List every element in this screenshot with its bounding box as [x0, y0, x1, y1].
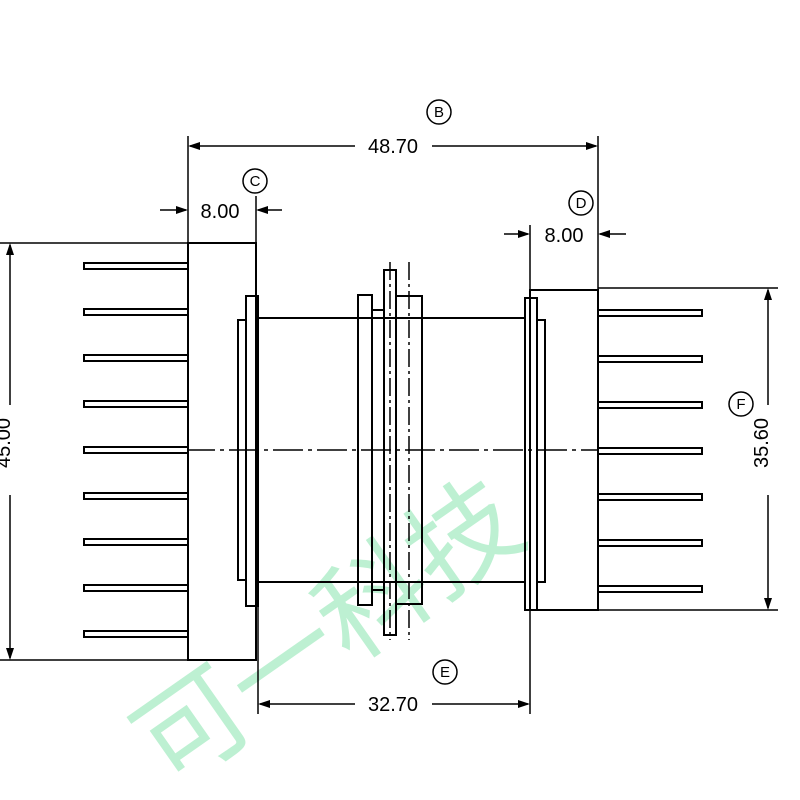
arrow-icon	[188, 142, 200, 150]
right-pin	[597, 585, 703, 593]
marker-circle	[728, 391, 754, 417]
right-collar	[536, 319, 546, 583]
watermark-text: 可一科技	[111, 454, 545, 800]
right-pin	[597, 355, 703, 363]
marker-e: E	[432, 659, 458, 685]
left-pin	[83, 538, 189, 546]
left-height-value: 45.00	[0, 418, 15, 468]
left-rim	[245, 295, 259, 607]
left-flange-value: 8.00	[201, 201, 240, 223]
marker-circle	[242, 168, 268, 194]
marker-c-label: C	[250, 173, 261, 190]
marker-f: F	[728, 391, 754, 417]
left-pins	[83, 262, 189, 638]
marker-f-label: F	[736, 396, 745, 413]
arrowheads	[6, 142, 772, 708]
marker-e-label: E	[440, 664, 450, 681]
arrow-icon	[258, 700, 270, 708]
right-pin	[597, 309, 703, 317]
left-pin	[83, 354, 189, 362]
marker-b: B	[426, 99, 452, 125]
right-pins	[597, 309, 703, 593]
left-pin	[83, 400, 189, 408]
arrow-icon	[764, 598, 772, 610]
marker-b-label: B	[434, 104, 444, 121]
right-height-value: 35.60	[751, 418, 773, 468]
inner-width-value: 32.70	[368, 694, 418, 716]
left-pin	[83, 262, 189, 270]
arrow-icon	[176, 206, 188, 214]
right-pin	[597, 401, 703, 409]
right-pin	[597, 539, 703, 547]
left-pin	[83, 630, 189, 638]
arrow-icon	[598, 230, 610, 238]
arrow-icon	[518, 230, 530, 238]
marker-circle	[426, 99, 452, 125]
left-pin	[83, 308, 189, 316]
left-pin	[83, 446, 189, 454]
arrow-icon	[586, 142, 598, 150]
arrow-icon	[764, 288, 772, 300]
marker-circle	[432, 659, 458, 685]
arrow-icon	[518, 700, 530, 708]
center-lines	[389, 262, 410, 640]
marker-c: C	[242, 168, 268, 194]
overall-width-value: 48.70	[368, 136, 418, 158]
dimension-lines	[0, 136, 778, 714]
right-pin	[597, 493, 703, 501]
right-pin	[597, 447, 703, 455]
arrow-icon	[6, 648, 14, 660]
left-pin	[83, 584, 189, 592]
left-pin	[83, 492, 189, 500]
arrow-icon	[6, 243, 14, 255]
marker-circle	[568, 190, 594, 216]
marker-d: D	[568, 190, 594, 216]
marker-d-label: D	[576, 195, 587, 212]
watermark: 可一科技	[111, 454, 545, 800]
right-flange-value: 8.00	[545, 225, 584, 247]
arrow-icon	[256, 206, 268, 214]
